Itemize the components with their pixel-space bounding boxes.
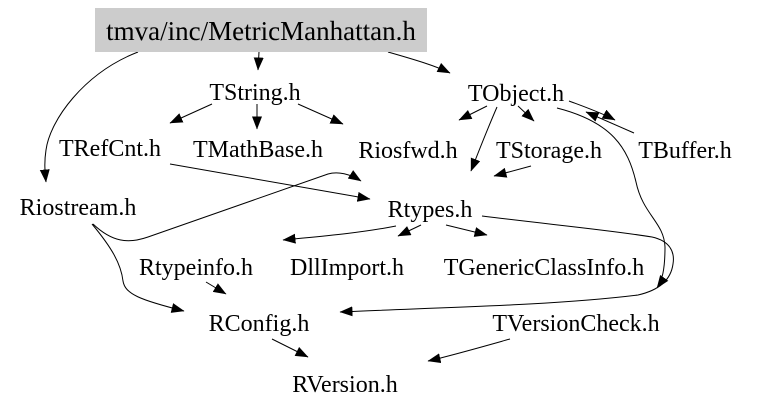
edge-TString.h-to-Riosfwd.h: [297, 103, 344, 125]
edge-TRefCnt.h-to-Rtypes.h: [169, 163, 371, 202]
edge-TObject.h-to-Rtypes.h: [470, 106, 498, 172]
node-TGenericClassInfo.h[interactable]: TGenericClassInfo.h: [444, 255, 645, 281]
edge-group: [39, 51, 674, 364]
edge-TObject.h-to-TVersionCheck.h: [556, 107, 669, 289]
edge-Rtypes.h-to-RConfig.h: [339, 215, 674, 317]
node-group: tmva/inc/MetricManhattan.h TString.h TOb…: [20, 8, 732, 398]
edge-TBuffer.h-to-TObject.h: [585, 111, 635, 134]
edge-TObject.h-to-Riosfwd.h: [458, 105, 488, 121]
node-Rtypeinfo.h[interactable]: Rtypeinfo.h: [139, 255, 253, 281]
node-RVersion.h[interactable]: RVersion.h: [292, 372, 397, 398]
node-TRefCnt.h[interactable]: TRefCnt.h: [59, 136, 161, 162]
edge-Riostream.h-to-Rtypes.h: [92, 170, 362, 242]
edge-Riostream.h-to-RConfig.h: [91, 223, 185, 313]
edge-Rtypeinfo.h-to-RConfig.h: [205, 281, 227, 295]
node-DllImport.h[interactable]: DllImport.h: [290, 255, 404, 281]
edge-Rtypes.h-to-TGenericClassInfo.h: [445, 224, 488, 237]
node-TBuffer.h[interactable]: TBuffer.h: [638, 138, 732, 164]
edge-Rtypes.h-to-DllImport.h: [397, 224, 422, 237]
edge-TString.h-to-TRefCnt.h: [169, 103, 213, 124]
node-TObject.h[interactable]: TObject.h: [468, 81, 564, 107]
node-main: tmva/inc/MetricManhattan.h: [95, 8, 427, 52]
node-TVersionCheck.h[interactable]: TVersionCheck.h: [492, 311, 659, 337]
main-node-highlight-box: [95, 8, 427, 52]
main-node-label: tmva/inc/MetricManhattan.h: [106, 16, 416, 46]
edge-TStorage.h-to-Rtypes.h: [493, 165, 532, 178]
edge-TObject.h-to-TStorage.h: [517, 105, 535, 122]
edge-TObject.h-to-TBuffer.h: [568, 100, 616, 121]
node-RConfig.h[interactable]: RConfig.h: [209, 311, 310, 337]
edge-TVersionCheck.h-to-RVersion.h: [427, 338, 511, 364]
edge-main-to-Riostream.h: [39, 51, 139, 183]
node-TString.h[interactable]: TString.h: [209, 80, 300, 106]
node-TMathBase.h[interactable]: TMathBase.h: [193, 137, 323, 163]
edge-Rtypes.h-to-Rtypeinfo.h: [282, 225, 397, 244]
node-TStorage.h[interactable]: TStorage.h: [496, 138, 602, 164]
node-Riosfwd.h[interactable]: Riosfwd.h: [358, 138, 457, 164]
node-Rtypes.h[interactable]: Rtypes.h: [388, 197, 473, 223]
edge-main-to-TObject.h: [387, 51, 451, 74]
edge-RConfig.h-to-RVersion.h: [271, 338, 309, 358]
edge-main-to-TString.h: [253, 51, 264, 71]
node-Riostream.h[interactable]: Riostream.h: [20, 195, 137, 221]
